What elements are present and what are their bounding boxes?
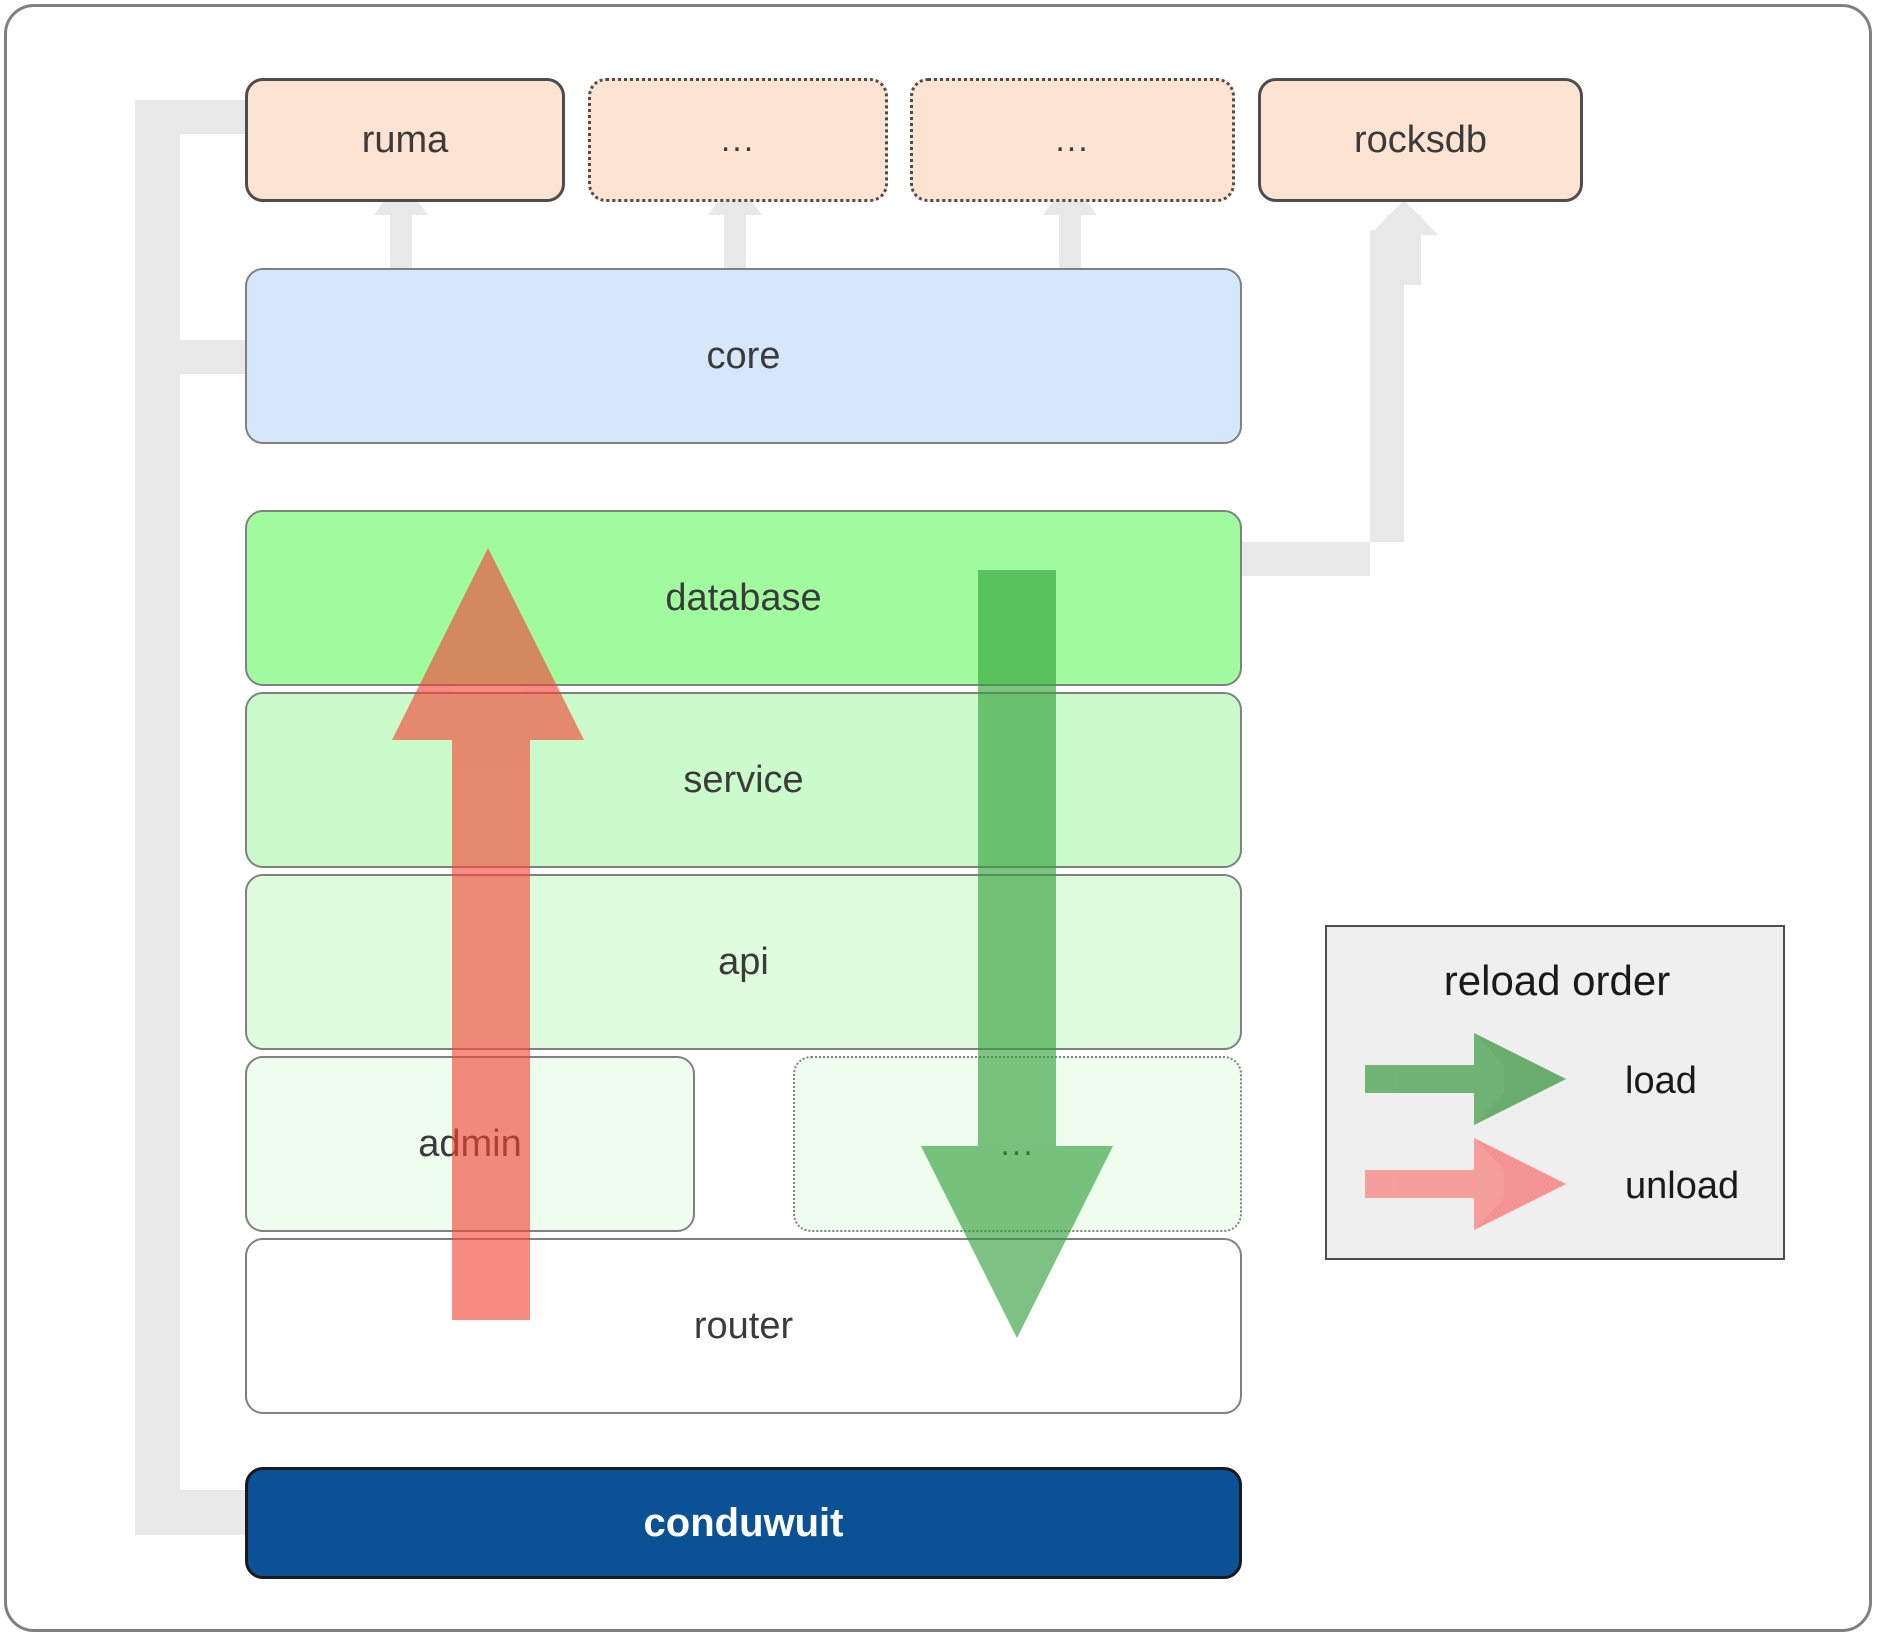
layer-box-ellipsis[interactable]: ... bbox=[793, 1056, 1242, 1232]
root-box-conduwuit[interactable]: conduwuit bbox=[245, 1467, 1242, 1579]
legend-label-load: load bbox=[1625, 1060, 1697, 1102]
legend-title: reload order bbox=[1443, 957, 1671, 1004]
layer-box-router[interactable]: router bbox=[245, 1238, 1242, 1414]
layer-label: core bbox=[706, 334, 781, 377]
dependency-label: ruma bbox=[361, 118, 449, 161]
layer-label: api bbox=[718, 940, 769, 983]
layer-label: router bbox=[693, 1304, 794, 1347]
layer-box-database[interactable]: database bbox=[245, 510, 1242, 686]
legend-label-unload: unload bbox=[1625, 1165, 1740, 1207]
dependency-box-ellipsis-2[interactable]: ... bbox=[910, 78, 1235, 202]
dependency-label: rocksdb bbox=[1353, 118, 1488, 161]
dependency-box-ruma[interactable]: ruma bbox=[245, 78, 565, 202]
legend-panel: reload order bbox=[1325, 925, 1785, 1260]
dependency-box-rocksdb[interactable]: rocksdb bbox=[1258, 78, 1583, 202]
layer-label: service bbox=[683, 758, 804, 801]
layer-label: admin bbox=[418, 1122, 522, 1165]
layer-box-api[interactable]: api bbox=[245, 874, 1242, 1050]
layer-box-service[interactable]: service bbox=[245, 692, 1242, 868]
dependency-label: ... bbox=[1055, 120, 1090, 159]
layer-box-core[interactable]: core bbox=[245, 268, 1242, 444]
layer-label: ... bbox=[1000, 1124, 1035, 1163]
layer-label: database bbox=[665, 576, 822, 619]
dependency-box-ellipsis-1[interactable]: ... bbox=[588, 78, 888, 202]
root-label: conduwuit bbox=[643, 1500, 844, 1545]
dependency-label: ... bbox=[720, 120, 756, 159]
layer-box-admin[interactable]: admin bbox=[245, 1056, 695, 1232]
